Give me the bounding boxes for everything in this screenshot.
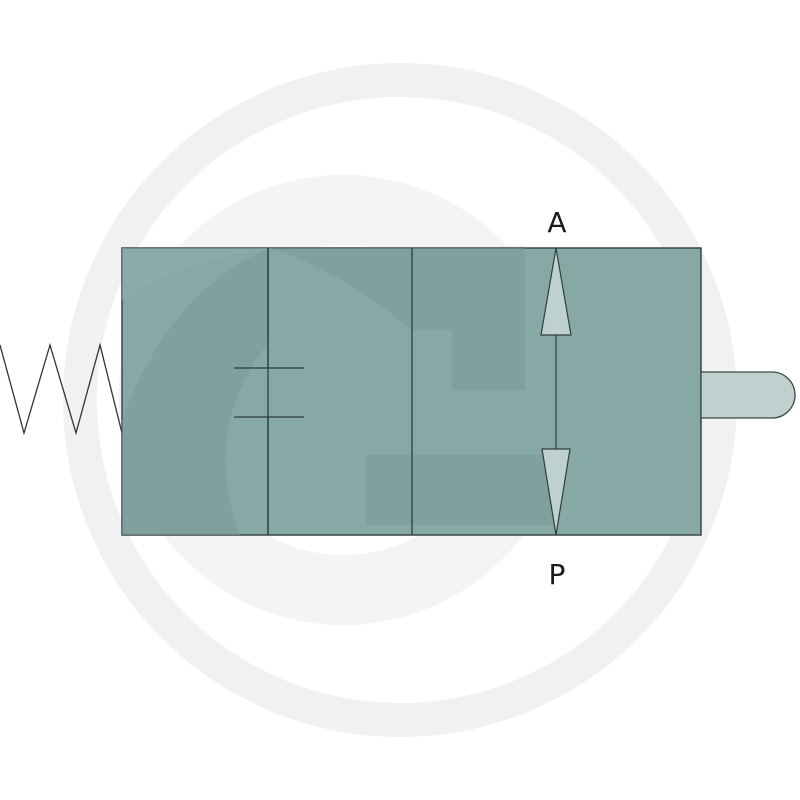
flow-arrow-icon <box>540 247 572 536</box>
watermark-overlay <box>122 248 556 535</box>
spring-icon <box>0 342 123 436</box>
port-label-a: A <box>547 206 567 239</box>
blocked-port-symbol <box>234 248 304 535</box>
port-label-p: P <box>548 558 566 591</box>
push-button-actuator <box>700 371 796 419</box>
